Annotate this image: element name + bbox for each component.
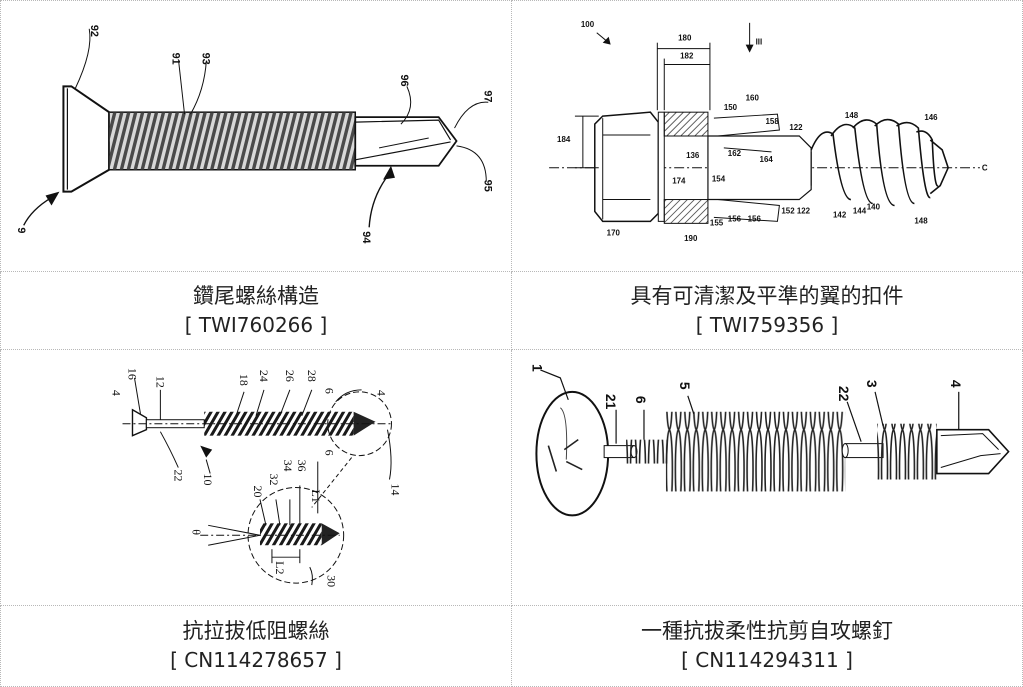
- label-95: 95: [481, 180, 493, 192]
- wing-fastener-figure: 100 180 182 III 150 160 158 122 148 146 …: [512, 1, 1022, 271]
- label-28: 28: [305, 370, 319, 382]
- patent-number: [ TWI759356 ]: [696, 311, 839, 340]
- label-144: 144: [853, 206, 867, 215]
- label-36: 36: [295, 460, 309, 472]
- label-14: 14: [388, 483, 402, 495]
- label-1: 1: [529, 364, 545, 372]
- patent-title: 鑽尾螺絲構造: [193, 282, 319, 311]
- label-4: 4: [948, 380, 964, 388]
- label-24: 24: [257, 370, 271, 382]
- label-18: 18: [237, 374, 251, 386]
- label-160: 160: [746, 93, 760, 102]
- patent-number: [ CN114278657 ]: [170, 646, 342, 675]
- patent-number: [ CN114294311 ]: [681, 646, 853, 675]
- label-170: 170: [607, 228, 621, 237]
- label-158: 158: [766, 117, 780, 126]
- label-154: 154: [712, 175, 726, 184]
- patent-title: 具有可清潔及平準的翼的扣件: [631, 282, 904, 311]
- drill-screw-figure: 92 91 93 96 97 95 94 9: [1, 1, 511, 271]
- label-4-a: 4: [110, 390, 124, 396]
- label-22: 22: [171, 470, 185, 482]
- caption-cell-3: 抗拉拔低阻螺絲 [ CN114278657 ]: [0, 606, 512, 687]
- label-156-b: 156: [748, 214, 762, 223]
- label-94: 94: [360, 231, 372, 243]
- label-22: 22: [836, 386, 852, 402]
- anti-pullout-screw-figure: 16 12 18 24 26 28 6 4 4 6 22 10 14 20 32…: [1, 350, 511, 605]
- label-184: 184: [557, 135, 571, 144]
- label-148-b: 148: [914, 216, 928, 225]
- label-100: 100: [581, 20, 595, 29]
- label-C: C: [982, 164, 988, 173]
- label-30: 30: [325, 575, 339, 587]
- label-9: 9: [15, 227, 27, 233]
- label-93: 93: [199, 53, 211, 65]
- label-97: 97: [481, 90, 493, 102]
- label-10: 10: [201, 474, 215, 486]
- label-32: 32: [267, 474, 281, 486]
- label-5: 5: [677, 382, 693, 390]
- label-34: 34: [281, 460, 295, 472]
- label-152-122: 152 122: [781, 206, 810, 215]
- label-190: 190: [684, 234, 698, 243]
- label-155: 155: [710, 218, 724, 227]
- label-146: 146: [924, 113, 938, 122]
- label-122: 122: [789, 123, 803, 132]
- label-164: 164: [760, 155, 774, 164]
- label-142: 142: [833, 210, 847, 219]
- label-182: 182: [680, 52, 694, 61]
- label-6-a: 6: [323, 388, 337, 394]
- figure-cell-3: 16 12 18 24 26 28 6 4 4 6 22 10 14 20 32…: [0, 350, 512, 606]
- label-180: 180: [678, 34, 692, 43]
- label-16: 16: [126, 368, 140, 380]
- caption-cell-2: 具有可清潔及平準的翼的扣件 [ TWI759356 ]: [512, 272, 1023, 350]
- label-6-b: 6: [323, 450, 337, 456]
- label-4-b: 4: [375, 390, 389, 396]
- label-L1: L1: [309, 489, 323, 502]
- label-26: 26: [283, 370, 297, 382]
- patent-title: 一種抗拔柔性抗剪自攻螺釘: [641, 617, 893, 646]
- label-theta: θ: [189, 529, 203, 535]
- patent-number: [ TWI760266 ]: [185, 311, 328, 340]
- self-tapping-screw-figure: 1 21 6 5 22 3 4: [512, 350, 1022, 605]
- label-91: 91: [170, 53, 182, 65]
- label-140: 140: [867, 202, 881, 211]
- label-162: 162: [728, 149, 742, 158]
- label-148: 148: [845, 111, 859, 120]
- label-L2: L2: [273, 561, 287, 574]
- label-III: III: [756, 38, 763, 47]
- label-12: 12: [153, 376, 167, 388]
- label-92: 92: [88, 25, 100, 37]
- label-3: 3: [864, 380, 880, 388]
- caption-cell-1: 鑽尾螺絲構造 [ TWI760266 ]: [0, 272, 512, 350]
- label-21: 21: [603, 394, 619, 410]
- label-174: 174: [672, 177, 686, 186]
- label-156-a: 156: [728, 214, 742, 223]
- figure-cell-1: 92 91 93 96 97 95 94 9: [0, 0, 512, 272]
- caption-cell-4: 一種抗拔柔性抗剪自攻螺釘 [ CN114294311 ]: [512, 606, 1023, 687]
- label-96: 96: [398, 74, 410, 86]
- patent-title: 抗拉拔低阻螺絲: [183, 617, 330, 646]
- label-136: 136: [686, 151, 700, 160]
- figure-cell-2: 100 180 182 III 150 160 158 122 148 146 …: [512, 0, 1023, 272]
- label-6: 6: [633, 396, 649, 404]
- label-150: 150: [724, 103, 738, 112]
- label-20: 20: [251, 485, 265, 497]
- figure-cell-4: 1 21 6 5 22 3 4: [512, 350, 1023, 606]
